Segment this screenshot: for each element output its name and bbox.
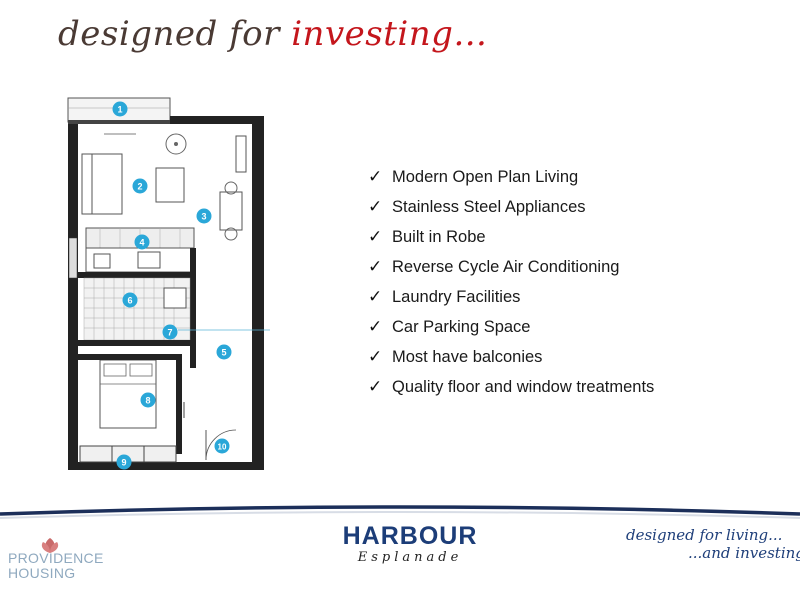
providence-line-2: HOUSING: [8, 565, 76, 581]
providence-line-1: PROVIDENCE: [8, 550, 104, 566]
check-icon: ✓: [368, 347, 383, 367]
marker-6: 6: [127, 296, 132, 306]
marker-3: 3: [201, 212, 206, 222]
footer-tagline: designed for living... ...and investing: [626, 526, 800, 562]
providence-line-1-b: ENCE: [63, 550, 104, 566]
providence-line-1-a: PROVID: [8, 550, 64, 566]
feature-item: ✓ Reverse Cycle Air Conditioning: [368, 252, 654, 282]
harbour-sub: Esplanade: [357, 550, 463, 565]
marker-8: 8: [145, 396, 150, 406]
harbour-esplanade-logo: HARBOUR Esplanade: [340, 522, 480, 572]
marker-1: 1: [117, 105, 122, 115]
check-icon: ✓: [368, 377, 383, 397]
footer-swoosh: [0, 505, 800, 519]
feature-item: ✓ Built in Robe: [368, 222, 654, 252]
feature-item: ✓ Modern Open Plan Living: [368, 162, 654, 192]
harbour-name: HARBOUR: [342, 522, 478, 550]
feature-item: ✓ Car Parking Space: [368, 312, 654, 342]
title-part-1: designed for: [58, 14, 292, 54]
floor-plan-markers: 1 2 3 4 5 6 7 8 9 10: [112, 101, 232, 470]
feature-item: ✓ Laundry Facilities: [368, 282, 654, 312]
tagline-line-2: ...and investing: [688, 544, 800, 562]
feature-label: Most have balconies: [392, 347, 543, 366]
floor-plan: 1 2 3 4 5 6 7 8 9 10: [67, 97, 270, 470]
marker-4: 4: [139, 238, 144, 248]
title-dots: ...: [453, 14, 488, 54]
feature-label: Built in Robe: [392, 227, 486, 246]
feature-label: Modern Open Plan Living: [392, 167, 579, 186]
check-icon: ✓: [368, 287, 383, 307]
feature-item: ✓ Quality floor and window treatments: [368, 372, 654, 402]
marker-2: 2: [137, 182, 142, 192]
providence-housing-logo: PROVIDENCE HOUSING: [8, 536, 108, 586]
check-icon: ✓: [368, 257, 383, 277]
marker-10: 10: [218, 443, 227, 452]
marker-9: 9: [121, 458, 126, 468]
check-icon: ✓: [368, 227, 383, 247]
feature-label: Quality floor and window treatments: [392, 377, 655, 396]
feature-label: Laundry Facilities: [392, 287, 521, 306]
check-icon: ✓: [368, 167, 383, 187]
feature-label: Stainless Steel Appliances: [392, 197, 586, 216]
check-icon: ✓: [368, 197, 383, 217]
check-icon: ✓: [368, 317, 383, 337]
title-part-2: investing: [291, 14, 454, 54]
flower-icon: [41, 538, 59, 553]
feature-label: Reverse Cycle Air Conditioning: [392, 257, 620, 276]
feature-list: ✓ Modern Open Plan Living ✓ Stainless Stee…: [368, 162, 654, 402]
page-title: designed for investing...: [58, 14, 487, 54]
tagline-line-1: designed for living...: [626, 526, 783, 544]
marker-7: 7: [167, 328, 172, 338]
feature-item: ✓ Most have balconies: [368, 342, 654, 372]
marker-5: 5: [221, 348, 226, 358]
feature-item: ✓ Stainless Steel Appliances: [368, 192, 654, 222]
feature-label: Car Parking Space: [392, 317, 531, 336]
